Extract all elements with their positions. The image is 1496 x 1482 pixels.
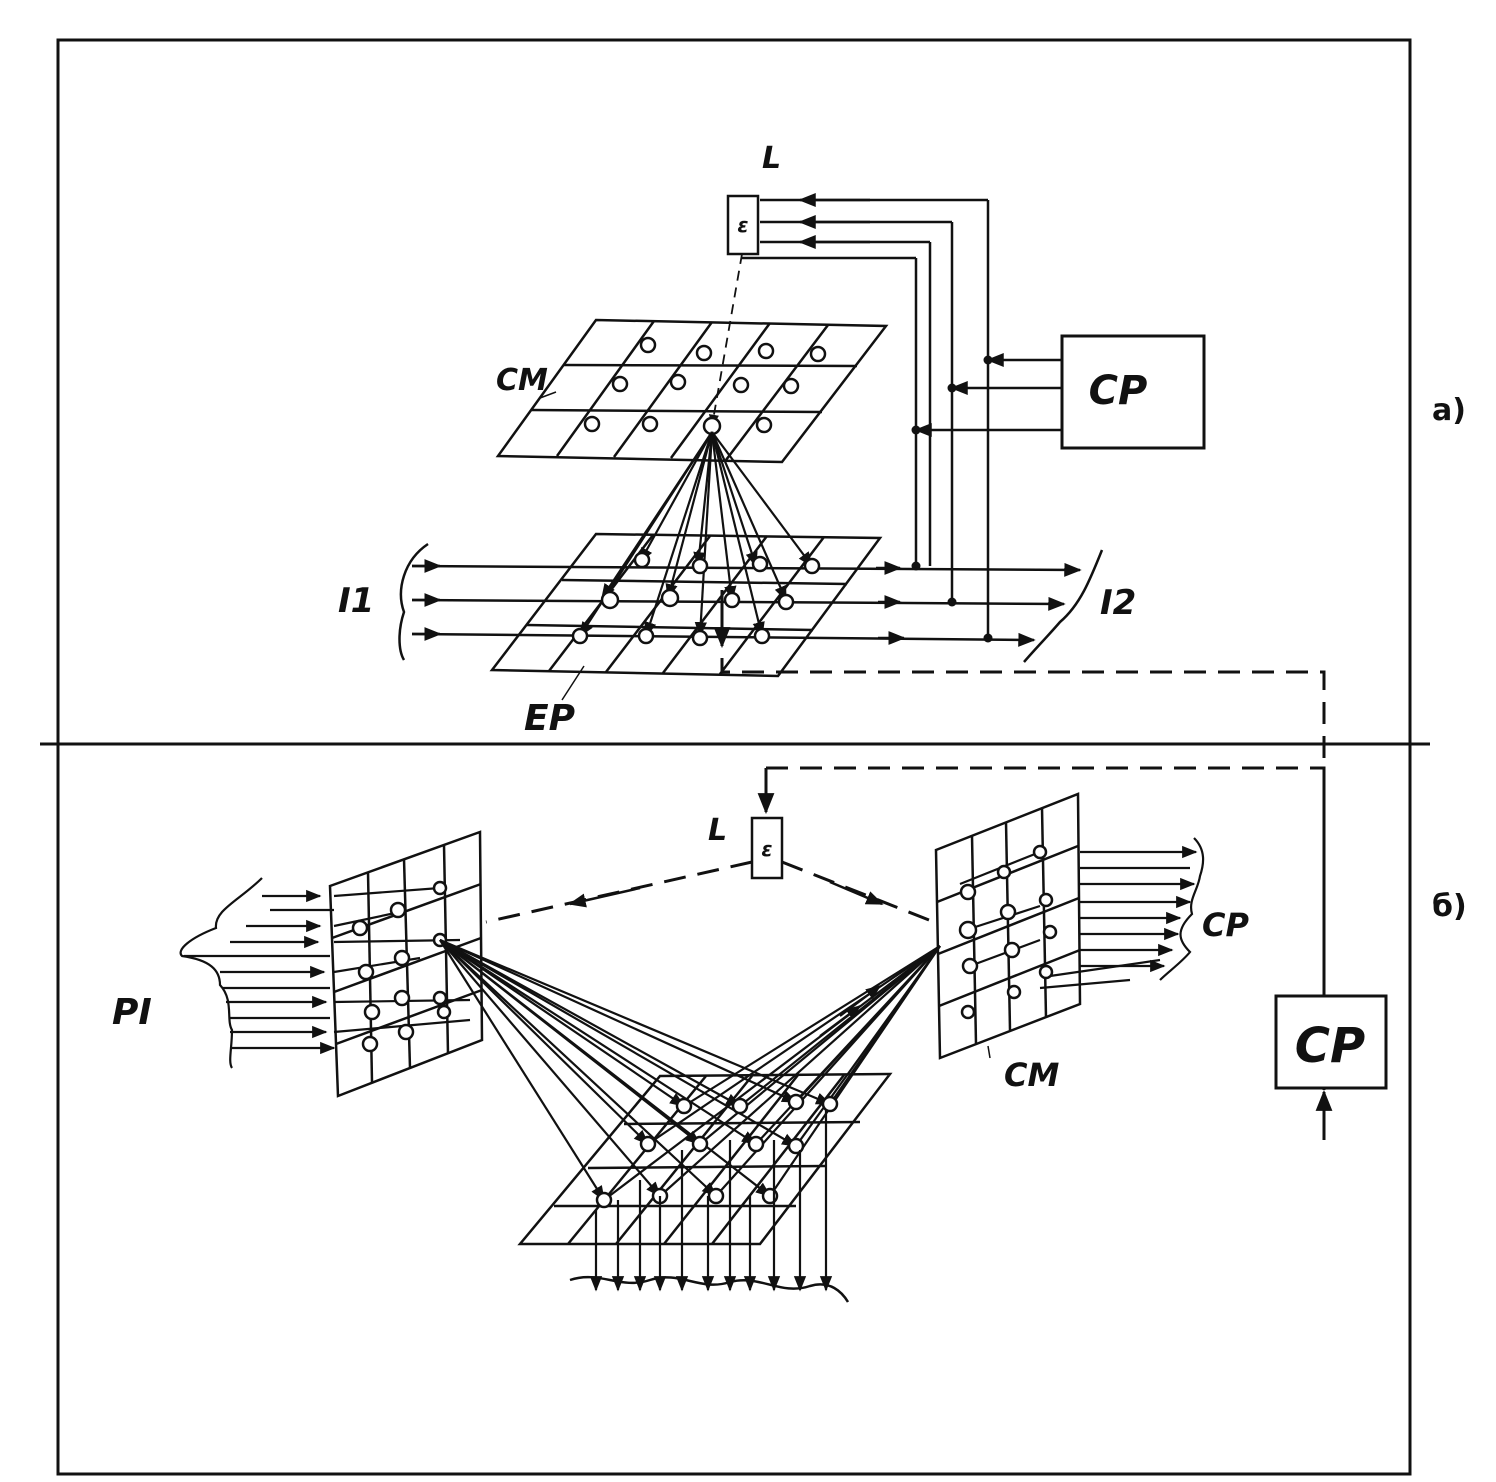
matrix-cm-a (495, 318, 889, 464)
matrix-ep-a-nodes (571, 551, 821, 647)
right-label: CP (1202, 906, 1249, 944)
source-l-a: ε L (708, 141, 781, 428)
top-matrix-label: CM (496, 363, 548, 398)
svg-text:CP: CP (1295, 1018, 1365, 1074)
matrix-right-b (934, 792, 1082, 1060)
rays-right-b (603, 945, 941, 1201)
control-wiring (742, 193, 1062, 638)
source-label-b: L (708, 813, 727, 848)
matrix-left-b-nodes (351, 880, 452, 1053)
control-block-b: CP (1274, 994, 1388, 1090)
left-label: PI (112, 992, 152, 1033)
input-label: I1 (338, 581, 374, 621)
control-block-a: CP (1060, 334, 1206, 450)
svg-text:ε: ε (737, 213, 748, 237)
panel-a: ε L CM (338, 141, 1466, 739)
output-lines-right-b (959, 837, 1205, 990)
matrix-right-b-nodes (958, 844, 1058, 1020)
right-matrix-label: CM (1004, 1056, 1059, 1094)
bottom-matrix-label: EP (524, 698, 575, 739)
rays-down-b (569, 1110, 850, 1303)
bus-lines-a (398, 542, 1104, 663)
source-l-b: ε L (485, 813, 935, 924)
matrix-cm-a-nodes (583, 336, 827, 436)
output-label: I2 (1100, 583, 1136, 623)
matrix-ep-a (489, 532, 883, 701)
panel-b-label: б) (1432, 889, 1467, 924)
figure-frame (40, 38, 1430, 1476)
matrix-bottom-b-nodes (595, 1093, 839, 1209)
source-label: L (762, 141, 781, 176)
panel-b: ε L (112, 590, 1467, 1303)
feedback-loop (713, 590, 1333, 1140)
panel-a-label: а) (1432, 393, 1466, 428)
svg-text:CP: CP (1089, 368, 1148, 414)
input-lines-left-b (179, 877, 471, 1069)
svg-text:ε: ε (761, 837, 772, 861)
